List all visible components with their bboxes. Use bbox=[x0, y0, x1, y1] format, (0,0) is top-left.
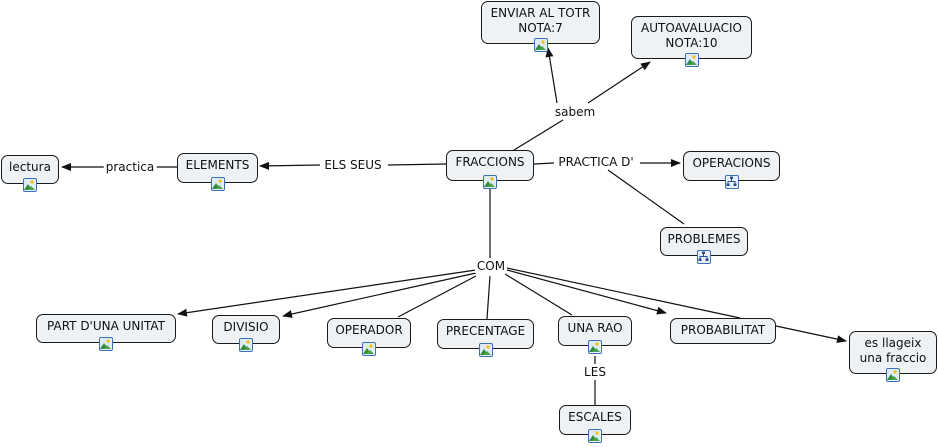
link-label-practica-d: PRACTICA D' bbox=[556, 155, 636, 169]
image-icon[interactable] bbox=[210, 177, 225, 191]
edge-com-llegeix-b bbox=[775, 325, 847, 344]
edge-sabem-autoavaluacio bbox=[587, 61, 651, 104]
node-enviar[interactable]: ENVIAR AL TOTR NOTA:7 bbox=[481, 1, 600, 52]
image-icon[interactable] bbox=[588, 429, 602, 443]
node-divisio[interactable]: DIVISIO bbox=[212, 315, 280, 352]
concept-map-icon[interactable] bbox=[724, 175, 739, 189]
link-label-els-seus: ELS SEUS bbox=[322, 158, 384, 172]
node-label: es llageix una fraccio bbox=[859, 336, 927, 365]
node-label: AUTOAVALUACIO NOTA:10 bbox=[641, 21, 742, 50]
node-operacions[interactable]: OPERACIONS bbox=[683, 151, 780, 189]
image-icon[interactable] bbox=[239, 338, 253, 352]
edge-fraccions-elsseus bbox=[387, 163, 447, 166]
edge-fraccions-sabem bbox=[513, 119, 564, 151]
edge-practicad-problemes bbox=[607, 169, 685, 225]
node-label: OPERADOR bbox=[335, 323, 403, 337]
image-icon[interactable] bbox=[684, 53, 699, 67]
node-label: DIVISIO bbox=[223, 320, 269, 334]
link-label-les: LES bbox=[582, 365, 608, 379]
image-icon[interactable] bbox=[362, 342, 376, 356]
node-fraccions[interactable]: FRACCIONS bbox=[446, 150, 534, 189]
node-label: ENVIAR AL TOTR NOTA:7 bbox=[490, 6, 591, 35]
node-autoavaluacio[interactable]: AUTOAVALUACIO NOTA:10 bbox=[631, 16, 752, 67]
node-label: ESCALES bbox=[568, 410, 622, 424]
node-elements[interactable]: ELEMENTS bbox=[177, 153, 258, 191]
link-label-com: COM bbox=[474, 259, 508, 273]
concept-map-icon[interactable] bbox=[697, 250, 711, 264]
node-label: ELEMENTS bbox=[185, 158, 250, 172]
image-icon[interactable] bbox=[23, 178, 37, 192]
node-llegeix[interactable]: es llageix una fraccio bbox=[849, 331, 937, 382]
image-icon[interactable] bbox=[483, 175, 497, 189]
link-label-practica: practica bbox=[103, 160, 157, 174]
node-label: lectura bbox=[9, 160, 51, 174]
edge-com-part bbox=[177, 269, 477, 317]
node-una-rao[interactable]: UNA RAO bbox=[558, 316, 632, 354]
node-label: PROBABILITAT bbox=[680, 323, 766, 337]
node-label: OPERACIONS bbox=[692, 156, 771, 170]
edge-fraccions-practicad bbox=[533, 162, 555, 165]
edge-com-operador bbox=[397, 275, 477, 318]
image-icon[interactable] bbox=[588, 340, 602, 354]
link-label-sabem: sabem bbox=[552, 105, 598, 119]
node-precentage[interactable]: PRECENTAGE bbox=[437, 319, 534, 357]
node-label: PART D'UNA UNITAT bbox=[47, 319, 165, 333]
image-icon[interactable] bbox=[478, 343, 493, 357]
edge-com-llegeix-a bbox=[506, 267, 741, 319]
node-probabilitat[interactable]: PROBABILITAT bbox=[670, 318, 776, 344]
node-label: FRACCIONS bbox=[455, 155, 525, 169]
node-label: PROBLEMES bbox=[667, 232, 741, 246]
edge-com-unarao bbox=[504, 273, 573, 316]
edge-com-probabilitat bbox=[506, 269, 667, 315]
node-lectura[interactable]: lectura bbox=[1, 155, 59, 192]
image-icon[interactable] bbox=[99, 337, 113, 351]
image-icon[interactable] bbox=[886, 368, 900, 382]
edge-elsseus-elements bbox=[259, 161, 321, 170]
edge-com-precentage bbox=[486, 275, 491, 320]
node-escales[interactable]: ESCALES bbox=[559, 405, 631, 443]
edge-com-divisio bbox=[282, 272, 477, 318]
node-part-unitat[interactable]: PART D'UNA UNITAT bbox=[36, 314, 176, 351]
edge-sabem-enviar bbox=[545, 47, 558, 104]
node-label: PRECENTAGE bbox=[445, 324, 526, 338]
node-label: UNA RAO bbox=[567, 321, 623, 335]
node-problemes[interactable]: PROBLEMES bbox=[660, 227, 748, 264]
node-operador[interactable]: OPERADOR bbox=[327, 318, 411, 356]
image-icon[interactable] bbox=[533, 38, 548, 52]
